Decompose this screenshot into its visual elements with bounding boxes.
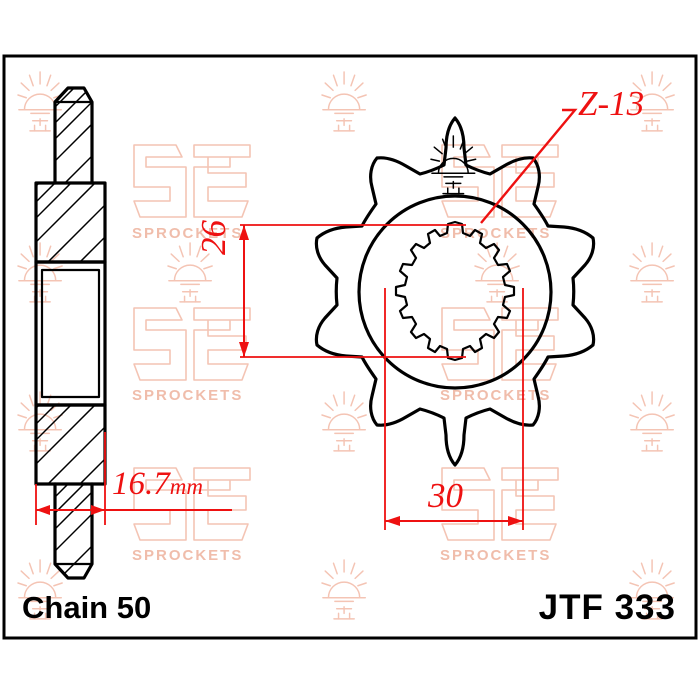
side-view-upper-shaft — [53, 86, 94, 185]
sprocket-teeth-outline — [314, 116, 596, 467]
svg-text:SPROCKETS: SPROCKETS — [132, 547, 243, 564]
dimension-thickness — [35, 432, 232, 525]
svg-text:SPROCKETS: SPROCKETS — [440, 547, 551, 564]
side-view-lower-shaft — [53, 482, 94, 580]
side-section-view — [34, 86, 107, 580]
thickness-value: 16.7 — [112, 466, 170, 502]
label-teeth-count: Z-13 — [578, 84, 645, 123]
drawing-frame-border — [2, 54, 698, 640]
hub-circle — [357, 194, 553, 390]
footer-chain-label: Chain 50 — [22, 590, 152, 625]
svg-text:SPROCKETS: SPROCKETS — [132, 387, 243, 404]
svg-text:SPROCKETS: SPROCKETS — [132, 225, 243, 242]
jt-sun-logo-mark — [430, 135, 477, 195]
label-dimension-thickness: 16.7mm — [112, 468, 203, 501]
thickness-unit: mm — [169, 474, 203, 499]
dimension-26 — [239, 224, 466, 358]
dimension-30 — [384, 288, 524, 530]
callout-z13 — [480, 108, 578, 224]
watermark-layer: SPROCKETS SPROCKETS SPROCKETS SPROCKETS … — [17, 71, 675, 620]
watermark-brand-text: SPROCKETS SPROCKETS SPROCKETS SPROCKETS … — [132, 225, 551, 564]
footer-part-code: JTF 333 — [538, 588, 676, 627]
svg-text:SPROCKETS: SPROCKETS — [440, 225, 551, 242]
label-dimension-26: 26 — [194, 220, 233, 255]
svg-text:SPROCKETS: SPROCKETS — [440, 387, 551, 404]
label-dimension-30: 30 — [428, 476, 463, 515]
side-view-web — [34, 260, 107, 407]
watermark-sun-icon — [17, 71, 675, 620]
splined-bore-outline — [394, 220, 516, 362]
sprocket-face-view — [314, 116, 596, 467]
